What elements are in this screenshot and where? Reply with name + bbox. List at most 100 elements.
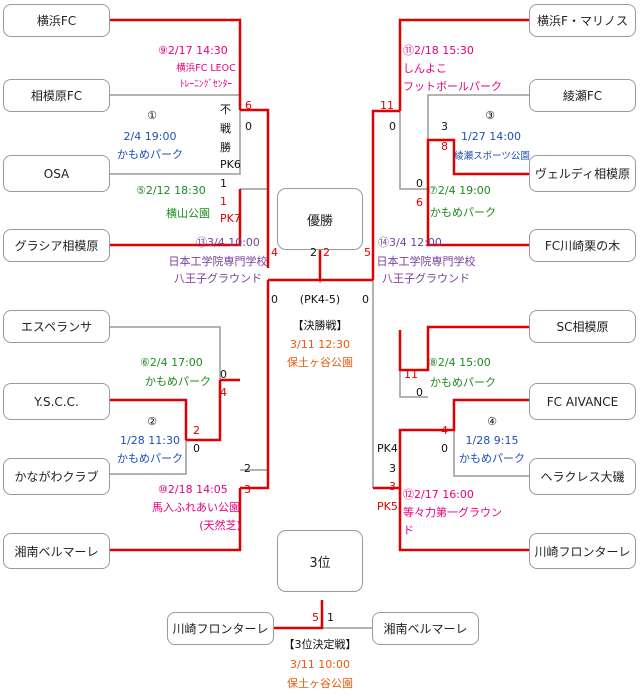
third-place-box: 3位 (277, 530, 363, 592)
m7-score-bot: 6 (416, 196, 423, 209)
m10-venue2: (天然芝) (199, 519, 241, 532)
third-score-right: 1 (327, 611, 334, 624)
final-date: 3/11 12:30 (290, 338, 350, 351)
team-heracles: ヘラクレス大磯 (529, 458, 636, 495)
m13-score-bot: 0 (271, 293, 278, 306)
m4-score-bot: 0 (441, 442, 448, 455)
final-score-right-red: 5 (364, 246, 371, 259)
m1-venue: かもめパーク (117, 148, 183, 161)
m1-date: 2/4 19:00 (123, 130, 177, 143)
final-score-left: 2 (310, 246, 317, 259)
m1-note: 不 戦 勝 (220, 103, 231, 154)
third-team-left: 川崎フロンターレ (167, 612, 274, 645)
m9-venue1: 横浜FC LEOC (176, 63, 236, 74)
m6-score-top: 0 (220, 368, 227, 381)
m14-venue2: 八王子グラウンド (382, 272, 470, 285)
m7-venue: かもめパーク (430, 206, 496, 219)
m11-score-bot: 0 (389, 120, 396, 133)
m10-score-bot: 3 (244, 483, 251, 496)
third-title: 【3位決定戦】 (283, 638, 357, 651)
m3-no: ③ (485, 109, 495, 122)
m10-score-top: 2 (244, 462, 251, 475)
m11-venue2: フットボールパーク (403, 80, 502, 93)
m2-score-top: 2 (193, 424, 200, 437)
m10-venue1: 馬入ふれあい公園 (152, 501, 240, 514)
m10-header: ⑩2/18 14:05 (158, 483, 228, 496)
team-aivance: FC AIVANCE (529, 383, 636, 420)
team-yokohama-fc: 横浜FC (3, 4, 110, 37)
m11-venue1: しんよこ (403, 62, 447, 75)
m8-score-bot: 0 (416, 386, 423, 399)
m2-score-bot: 0 (193, 442, 200, 455)
m2-date: 1/28 11:30 (120, 434, 180, 447)
m9-score-top: 6 (245, 99, 252, 112)
team-sc-sagamihara: SC相模原 (529, 310, 636, 343)
final-pk: (PK4-5) (299, 293, 341, 306)
m5-score-top: 1 (220, 177, 227, 190)
m7-score-top: 0 (416, 177, 423, 190)
team-kanagawa: かながわクラブ (3, 458, 110, 495)
m13-venue1: 日本工学院専門学校 (168, 255, 268, 268)
team-osa: OSA (3, 155, 110, 192)
final-score-left-red: 2 (323, 246, 330, 259)
final-score-right: 0 (362, 293, 369, 306)
m8-header: ⑧2/4 15:00 (428, 356, 491, 369)
m9-header: ⑨2/17 14:30 (158, 44, 228, 57)
m11-header: ⑪2/18 15:30 (403, 44, 474, 57)
m4-venue: かもめパーク (459, 452, 525, 465)
third-team-right: 湘南ベルマーレ (372, 612, 479, 645)
m8-venue: かもめパーク (430, 376, 496, 389)
m5-pk-bot: PK7 (220, 212, 241, 225)
m8-score-top: 11 (404, 368, 418, 381)
team-kurinoki: FC川崎栗の木 (529, 229, 636, 262)
m6-venue: かもめパーク (145, 375, 211, 388)
m2-no: ② (147, 415, 157, 428)
team-verdy: ヴェルディ相模原 (529, 155, 636, 192)
m3-date: 1/27 14:00 (461, 130, 521, 143)
m6-score-bot: 4 (220, 386, 227, 399)
m12-venue1: 等々力第一グラウン (403, 506, 502, 519)
team-kawasaki: 川崎フロンターレ (529, 533, 636, 569)
team-sagamihara-fc: 相模原FC (3, 79, 110, 112)
m13-score-top: 4 (271, 246, 278, 259)
m12-score-top: 3 (389, 462, 396, 475)
m12-score-bot: 3 (389, 480, 396, 493)
final-title: 【決勝戦】 (292, 319, 348, 332)
m3-venue: 綾瀬スポーツ公園 (454, 151, 530, 162)
m7-header: ⑦2/4 19:00 (428, 184, 491, 197)
m12-pk-bot: PK5 (377, 500, 398, 513)
team-yscc: Y.S.C.C. (3, 383, 110, 420)
m9-venue2: ﾄﾚｰﾆﾝｸﾞｾﾝﾀｰ (179, 79, 233, 90)
m14-header: ⑭3/4 12:00 (378, 236, 442, 249)
m5-pk-top: PK6 (220, 158, 241, 171)
team-gracia: グラシア相模原 (3, 229, 110, 262)
m1-no: ① (147, 109, 157, 122)
third-date: 3/11 10:00 (290, 658, 350, 671)
m12-venue2: ド (403, 524, 414, 537)
m13-header: ⑬3/4 10:00 (196, 236, 260, 249)
m5-header: ⑤2/12 18:30 (136, 184, 206, 197)
team-shonan: 湘南ベルマーレ (3, 533, 110, 569)
m4-score-top: 4 (441, 424, 448, 437)
m12-header: ⑫2/17 16:00 (403, 488, 474, 501)
team-esperanza: エスペランサ (3, 310, 110, 343)
third-venue: 保土ヶ谷公園 (287, 677, 353, 690)
champion-box: 優勝 (277, 188, 363, 250)
m2-venue: かもめパーク (117, 452, 183, 465)
m13-venue2: 八王子グラウンド (174, 272, 262, 285)
m14-venue1: 日本工学院専門学校 (376, 255, 476, 268)
m12-pk-top: PK4 (377, 442, 398, 455)
m11-score-top: 11 (380, 99, 394, 112)
m4-date: 1/28 9:15 (465, 434, 519, 447)
m6-header: ⑥2/4 17:00 (140, 356, 203, 369)
team-marinos: 横浜F・マリノス (529, 4, 636, 37)
m3-score-top: 3 (441, 120, 448, 133)
m5-score-bot: 1 (220, 195, 227, 208)
m4-no: ④ (487, 415, 497, 428)
m9-score-bot: 0 (245, 120, 252, 133)
m3-score-bot: 8 (441, 140, 448, 153)
final-venue: 保土ヶ谷公園 (287, 356, 353, 369)
third-score-left: 5 (312, 611, 319, 624)
m5-venue: 横山公園 (166, 207, 210, 220)
